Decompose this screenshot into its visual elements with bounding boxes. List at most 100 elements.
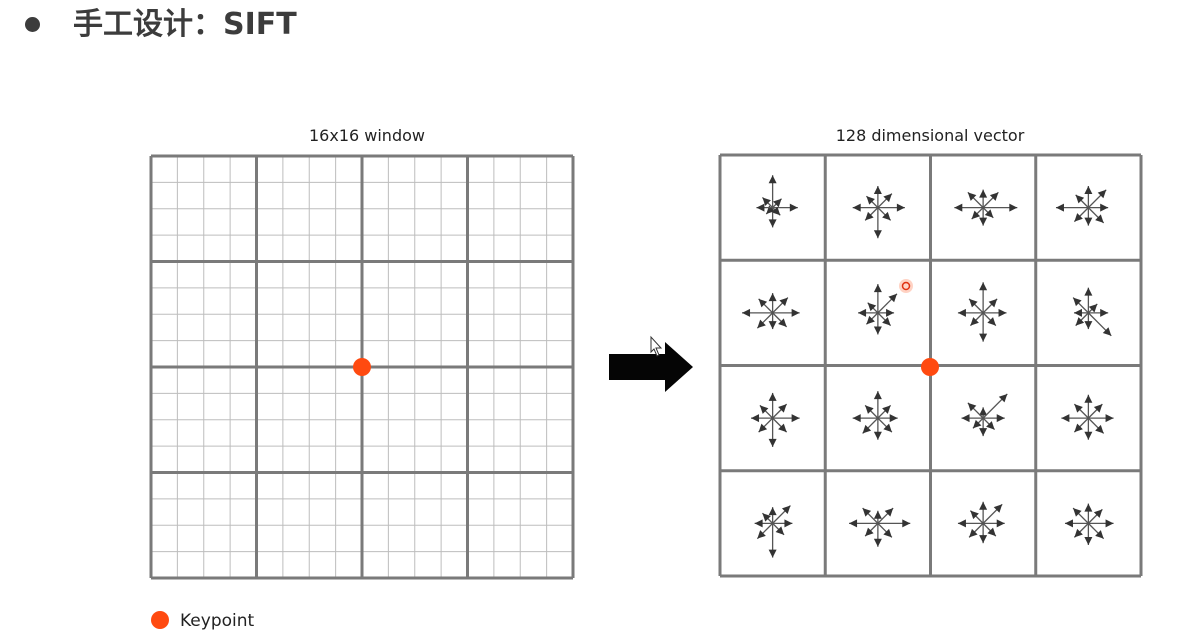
histogram-arrowhead-icon (789, 203, 798, 212)
histogram-arrowhead-icon (1074, 528, 1083, 538)
histogram-arrowhead-icon (1084, 287, 1093, 296)
histogram-arrowhead-icon (759, 405, 769, 414)
histogram-arrowhead-icon (882, 405, 891, 414)
histogram-arrowhead-icon (1074, 423, 1083, 433)
histogram-arrowhead-icon (873, 538, 882, 547)
histogram-arrowhead-icon (768, 392, 777, 401)
legend-keypoint-icon (151, 611, 169, 629)
histogram-arrowhead-icon (1097, 189, 1107, 199)
histogram-arrowhead-icon (768, 293, 777, 302)
histogram-arrowhead-icon (957, 308, 966, 317)
histogram-arrowhead-icon (758, 298, 768, 308)
histogram-arrowhead-icon (778, 423, 787, 433)
histogram-arrowhead-icon (873, 186, 882, 195)
histogram-arrowhead-icon (867, 302, 877, 312)
histogram-arrowhead-icon (866, 196, 875, 205)
histogram-arrowhead-icon (768, 549, 777, 558)
histogram-arrowhead-icon (773, 198, 782, 208)
histogram-arrowhead-icon (1084, 186, 1093, 195)
histogram-arrowhead-icon (866, 315, 875, 325)
histogram-arrowhead-icon (998, 308, 1007, 317)
histogram-arrowhead-icon (883, 423, 892, 433)
histogram-arrowhead-icon (979, 282, 988, 291)
histogram-arrowhead-icon (852, 203, 861, 212)
histogram-arrowhead-icon (882, 211, 891, 221)
histogram-arrowhead-icon (1100, 203, 1109, 212)
histogram-arrowhead-icon (768, 507, 777, 516)
transform-arrow-icon (609, 342, 693, 392)
histogram-arrowhead-icon (1084, 503, 1093, 512)
histogram-arrowhead-icon (791, 414, 800, 423)
histogram-arrowhead-icon (1084, 321, 1093, 330)
histogram-arrowhead-icon (1075, 194, 1085, 204)
keypoint-marker-right (921, 358, 939, 376)
histogram-arrowhead-icon (954, 203, 963, 212)
histogram-arrowhead-icon (858, 308, 867, 317)
histogram-arrowhead-icon (1102, 327, 1112, 336)
window-caption: 16x16 window (309, 126, 425, 145)
histogram-arrowhead-icon (970, 510, 979, 520)
histogram-arrowhead-icon (896, 203, 905, 212)
histogram-arrowhead-icon (972, 419, 982, 429)
histogram-arrowhead-icon (988, 298, 998, 308)
histogram-arrowhead-icon (979, 428, 988, 437)
histogram-arrowhead-icon (886, 308, 895, 317)
histogram-arrowhead-icon (971, 210, 981, 220)
histogram-arrowhead-icon (784, 519, 793, 528)
histogram-arrowhead-icon (979, 217, 988, 226)
histogram-arrowhead-icon (865, 211, 874, 221)
histogram-arrowhead-icon (996, 414, 1005, 423)
histogram-arrowhead-icon (768, 175, 777, 184)
histogram-arrowhead-icon (888, 293, 897, 303)
histogram-arrowhead-icon (1061, 414, 1070, 423)
histogram-arrowhead-icon (884, 508, 894, 517)
histogram-arrowhead-icon (873, 230, 882, 239)
histogram-arrowhead-icon (970, 317, 979, 326)
histogram-arrowhead-icon (987, 317, 996, 326)
histogram-arrowhead-icon (1105, 414, 1114, 423)
histogram-arrowhead-icon (1095, 424, 1104, 434)
histogram-arrowhead-icon (902, 519, 911, 528)
histogram-arrowhead-icon (979, 333, 988, 342)
histogram-arrowhead-icon (984, 209, 994, 218)
click-highlight (899, 279, 913, 293)
histogram-arrowhead-icon (998, 393, 1008, 403)
histogram-arrowhead-icon (1095, 530, 1104, 539)
histogram-arrowhead-icon (873, 326, 882, 335)
histogram-arrowhead-icon (768, 219, 777, 228)
histogram-arrowhead-icon (967, 402, 977, 412)
histogram-arrowhead-icon (993, 504, 1003, 513)
histogram-arrowhead-icon (751, 414, 760, 423)
histogram-arrowhead-icon (1088, 303, 1098, 313)
histogram-arrowhead-icon (883, 193, 892, 203)
histogram-arrowhead-icon (758, 423, 768, 433)
histogram-arrowhead-icon (865, 527, 874, 537)
histogram-arrowhead-icon (882, 317, 891, 326)
histogram-arrowhead-icon (961, 414, 970, 423)
histogram-arrowhead-icon (862, 424, 872, 434)
histogram-arrowhead-icon (1073, 297, 1082, 307)
histogram-arrowhead-icon (979, 501, 988, 510)
histogram-arrowhead-icon (849, 519, 858, 528)
histogram-arrowhead-icon (768, 321, 777, 330)
histogram-arrowhead-icon (768, 438, 777, 447)
histogram-arrowhead-icon (1105, 519, 1114, 528)
histogram-arrowhead-icon (979, 535, 988, 544)
histogram-arrowhead-icon (742, 308, 751, 317)
keypoint-marker-left (353, 358, 371, 376)
histogram-arrowhead-icon (852, 414, 861, 423)
histogram-arrowhead-icon (873, 391, 882, 400)
histogram-arrowhead-icon (987, 527, 996, 537)
histogram-arrowhead-icon (873, 431, 882, 440)
histogram-arrowhead-icon (754, 519, 763, 528)
histogram-arrowhead-icon (986, 421, 995, 430)
histogram-arrowhead-icon (996, 519, 1005, 528)
histogram-arrowhead-icon (1074, 213, 1083, 222)
histogram-arrowhead-icon (1084, 431, 1093, 440)
histogram-arrowhead-icon (775, 526, 785, 535)
histogram-arrowhead-icon (791, 308, 800, 317)
click-indicator-icon (901, 281, 911, 291)
window-grid (149, 154, 575, 580)
histogram-arrowhead-icon (1084, 394, 1093, 403)
